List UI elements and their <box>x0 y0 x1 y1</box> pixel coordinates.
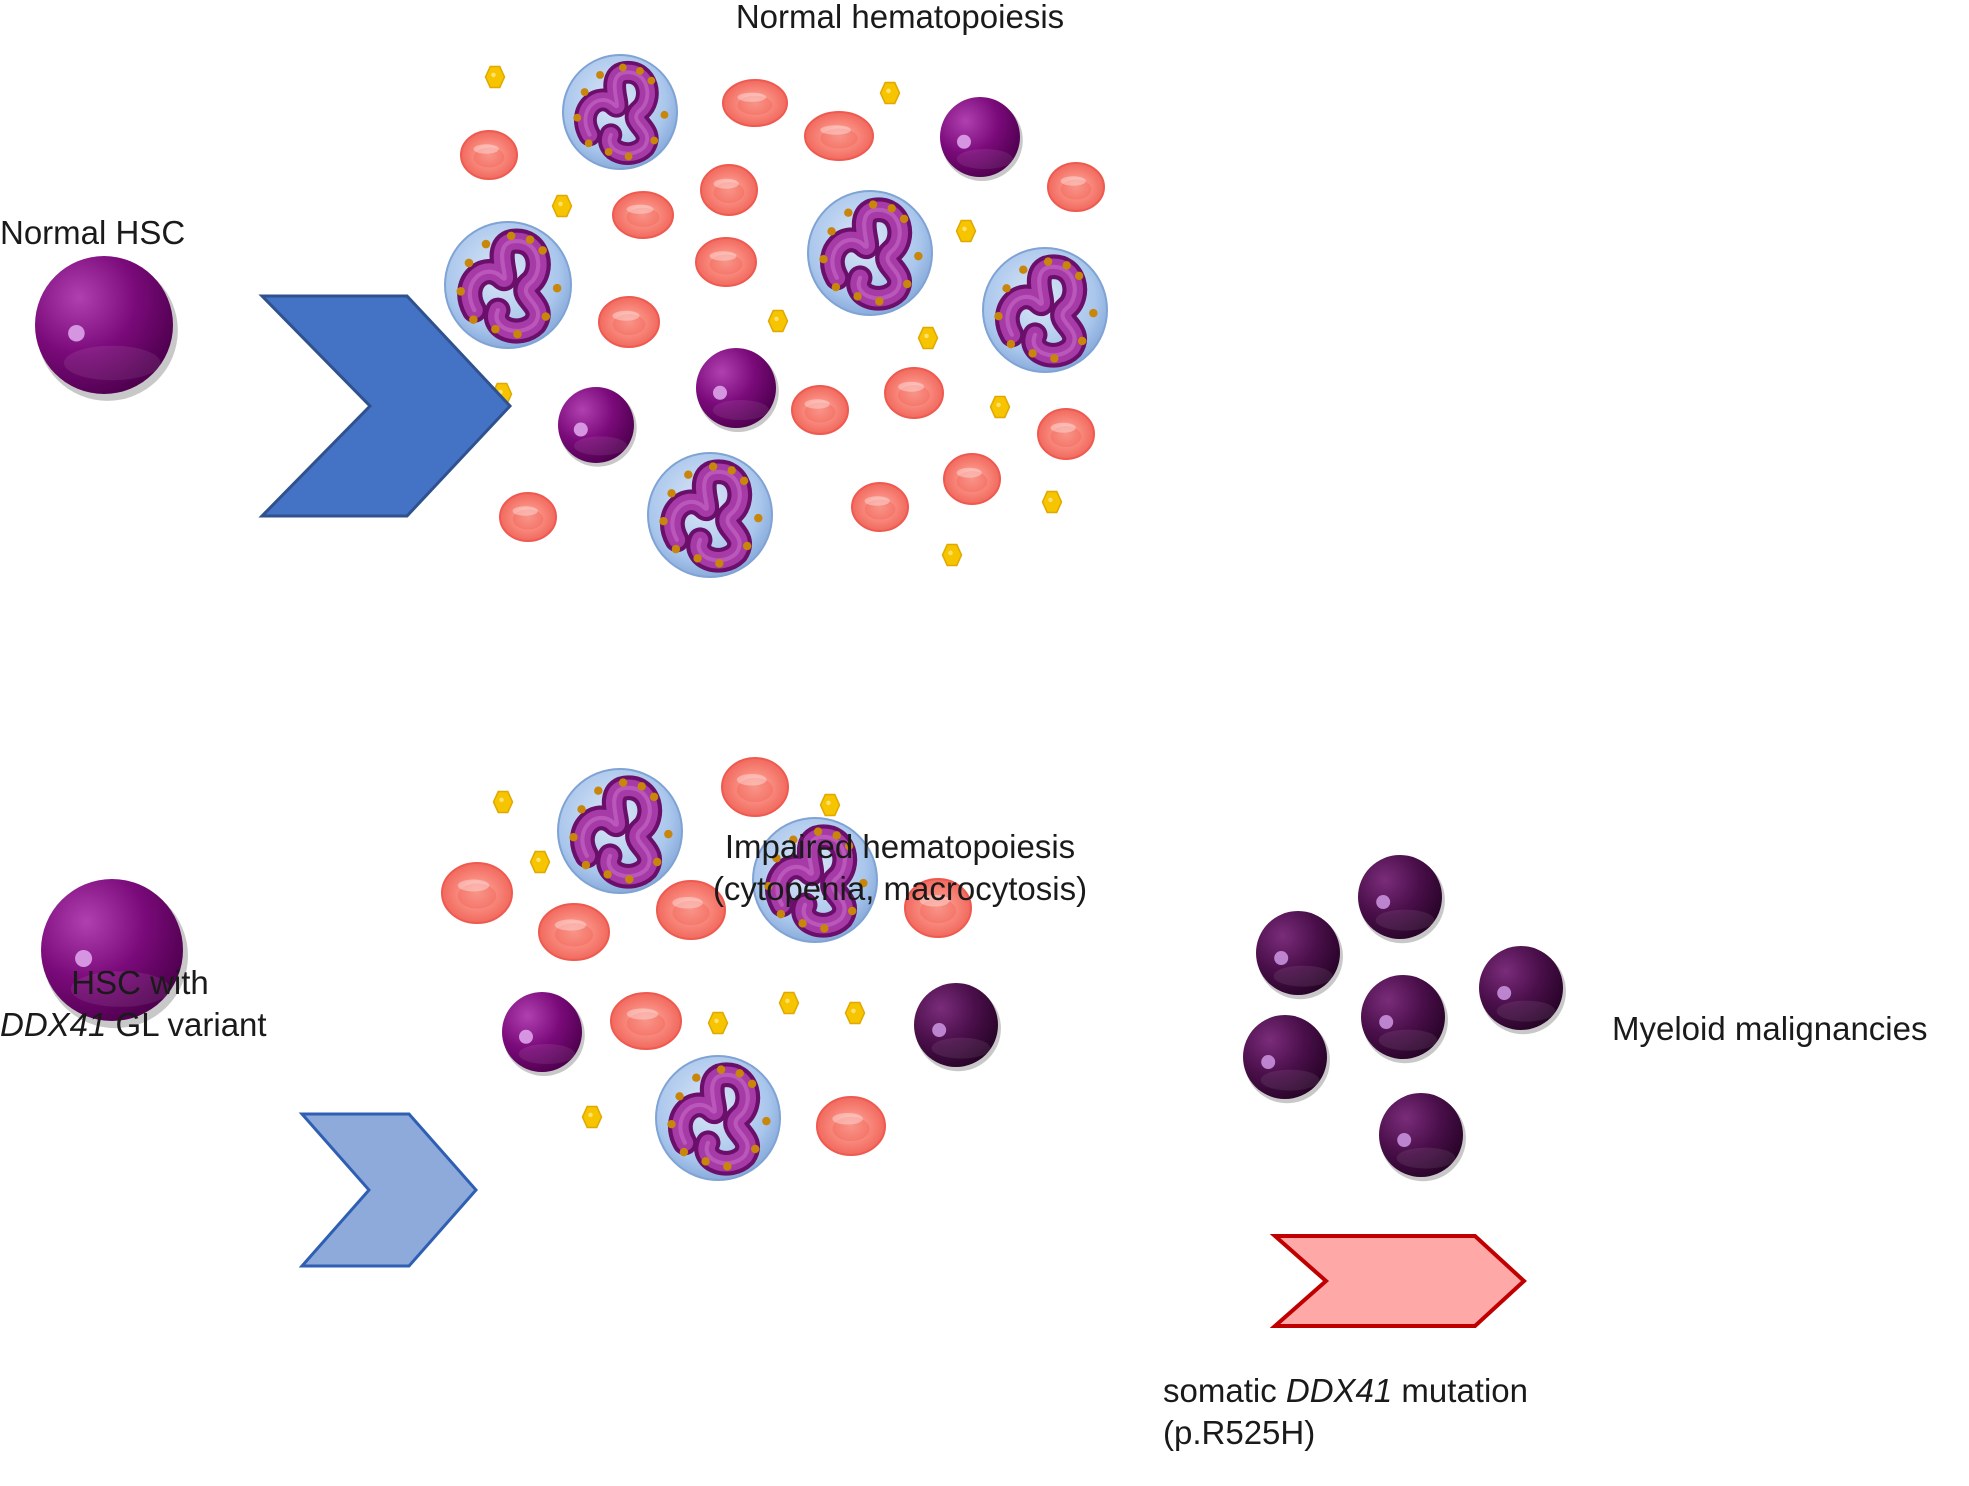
somatic-prefix: somatic <box>1163 1372 1286 1409</box>
platelet-icon <box>955 219 977 243</box>
platelet-icon <box>879 81 901 105</box>
red-blood-cell-icon <box>804 111 874 161</box>
red-blood-cell-icon <box>816 1096 886 1156</box>
red-blood-cell-icon <box>695 237 757 287</box>
red-blood-cell-icon <box>904 878 972 938</box>
malignant-blast-icon <box>1379 1093 1466 1182</box>
lymphocytes <box>35 97 1023 1076</box>
red-blood-cell-icon <box>851 482 909 532</box>
red-blood-cell-icon <box>612 191 674 239</box>
red-blood-cell-icon <box>441 862 513 924</box>
platelet-icon <box>941 543 963 567</box>
platelet-icon <box>819 793 841 817</box>
red-blood-cell-icon <box>460 130 518 180</box>
red-blood-cell-icon <box>1047 162 1105 212</box>
normal-hsc-icon <box>35 256 178 401</box>
neutrophil-icon <box>647 452 773 578</box>
platelet-icon <box>551 194 573 218</box>
ddx41-gene-name: DDX41 <box>0 1006 107 1043</box>
gl-variant-text: GL variant <box>106 1006 267 1043</box>
platelet-icon <box>529 850 551 874</box>
platelet-icon <box>492 790 514 814</box>
red-blood-cell-icon <box>884 367 944 419</box>
red-blood-cell-icon <box>499 492 557 542</box>
neutrophil-icon <box>982 247 1108 373</box>
red-blood-cell-icon <box>943 453 1001 505</box>
malignant-blast-icon <box>1361 975 1448 1064</box>
impaired-differentiation-arrow <box>298 1112 478 1268</box>
malignant-blast-icon <box>1256 911 1343 1000</box>
red-blood-cell-icon <box>722 79 788 127</box>
normal-hsc-label: Normal HSC <box>0 214 186 251</box>
platelet-icon <box>989 395 1011 419</box>
platelet-icon <box>917 326 939 350</box>
ddx41-gl-variant-label: DDX41 GL variant <box>0 1004 267 1046</box>
lymphocyte-icon <box>696 348 779 433</box>
red-blood-cells <box>441 79 1105 1156</box>
ddx41-variant-hsc-icon <box>41 879 188 1029</box>
red-blood-cell-icon <box>656 880 726 940</box>
malignant-blast-icon <box>1243 1015 1330 1104</box>
platelets <box>484 65 1063 1129</box>
platelet-icon <box>1041 490 1063 514</box>
somatic-gene-name: DDX41 <box>1285 1372 1393 1409</box>
impaired-subtitle: (cytopenia, macrocytosis) <box>712 870 1088 907</box>
impaired-title: Impaired hematopoiesis <box>724 828 1076 865</box>
impaired-hematopoiesis-label: Impaired hematopoiesis (cytopenia, macro… <box>640 826 1160 910</box>
somatic-mutation-arrow <box>1269 1234 1527 1328</box>
neutrophils <box>444 54 1108 1181</box>
red-blood-cell-icon <box>791 385 849 435</box>
red-blood-cell-icon <box>610 992 682 1050</box>
somatic-mutation-label: somatic DDX41 mutation <box>1163 1370 1528 1412</box>
lymphocyte-icon <box>558 387 637 467</box>
hsc-with-label: HSC with <box>71 964 209 1001</box>
red-blood-cell-icon <box>538 903 610 961</box>
malignant-blasts <box>914 855 1566 1182</box>
neutrophil-icon <box>557 768 683 894</box>
somatic-suffix: mutation <box>1392 1372 1529 1409</box>
red-blood-cell-icon <box>721 757 789 817</box>
protein-change-label: (p.R525H) <box>1163 1414 1316 1451</box>
lymphocyte-icon <box>502 992 585 1076</box>
red-blood-cell-icon <box>700 164 758 216</box>
normal-differentiation-arrow <box>258 294 513 518</box>
platelet-icon <box>767 309 789 333</box>
neutrophil-icon <box>807 190 933 316</box>
neutrophil-icon <box>562 54 678 170</box>
malignant-blast-icon <box>1479 946 1566 1035</box>
neutrophil-icon <box>752 817 878 943</box>
platelet-icon <box>778 991 800 1015</box>
red-blood-cell-icon <box>598 296 660 348</box>
platelet-icon <box>844 1001 866 1025</box>
neutrophil-icon <box>444 221 572 349</box>
platelet-icon <box>581 1105 603 1129</box>
red-blood-cell-icon <box>1037 408 1095 460</box>
lymphocyte-icon <box>940 97 1023 181</box>
myeloid-malignancies-label: Myeloid malignancies <box>1612 1010 1928 1047</box>
platelet-icon <box>707 1011 729 1035</box>
somatic-mutated-hsc-icon <box>914 983 1001 1072</box>
neutrophil-icon <box>655 1055 781 1181</box>
malignant-blast-icon <box>1358 855 1445 944</box>
normal-hematopoiesis-label: Normal hematopoiesis <box>735 0 1065 35</box>
platelet-icon <box>484 65 506 89</box>
